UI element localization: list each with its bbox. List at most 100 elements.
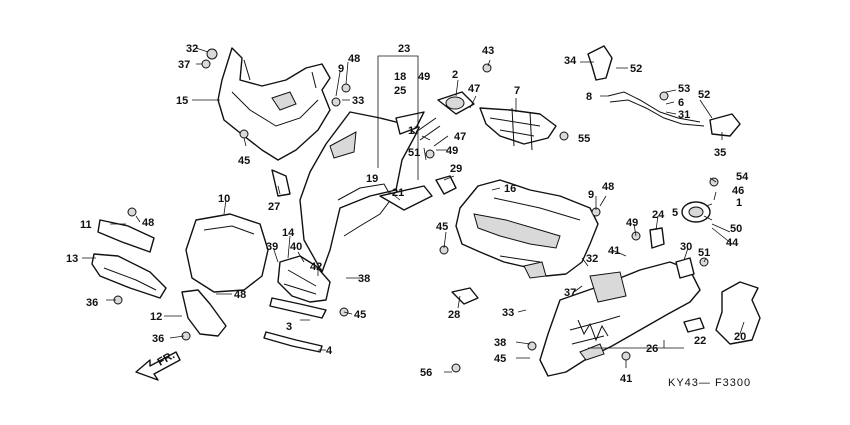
callout-32b: 32 [586,253,598,265]
callout-27: 27 [268,201,280,213]
callout-56: 56 [420,367,432,379]
callout-48: 48 [348,53,360,65]
callout-36b: 36 [152,333,164,345]
callout-40: 40 [290,241,302,253]
callout-49c: 49 [626,217,638,229]
callout-7: 7 [514,85,520,97]
callout-31: 31 [678,109,690,121]
callout-43: 43 [482,45,494,57]
upper-cowl [217,47,331,161]
callout-2: 2 [452,69,458,81]
callout-48d: 48 [234,289,246,301]
strip-11 [97,219,155,253]
callout-11: 11 [80,219,92,231]
callout-15: 15 [176,95,188,107]
small-plate [683,317,705,333]
callout-50: 50 [730,223,742,235]
clip-24 [649,227,665,249]
callout-10: 10 [218,193,230,205]
front-direction-arrow: FR. [135,349,181,381]
callout-16: 16 [504,183,516,195]
callout-37: 37 [178,59,190,71]
callout-3: 3 [286,321,292,333]
strip-3 [269,297,327,319]
callout-18: 18 [394,71,406,83]
callout-46: 46 [732,185,744,197]
stay-14 [277,255,331,303]
callout-26: 26 [646,343,658,355]
callout-1: 1 [736,197,742,209]
callout-54: 54 [736,171,749,183]
callout-47: 47 [468,83,480,95]
callout-19: 19 [366,173,378,185]
callout-51: 51 [408,147,420,159]
callout-38: 38 [358,273,370,285]
callout-13: 13 [66,253,78,265]
callout-52b: 52 [698,89,710,101]
callout-53: 53 [678,83,690,95]
cowl-stay [415,91,557,151]
front-label: FR. [156,349,177,368]
callout-6: 6 [678,97,684,109]
callout-51b: 51 [698,247,710,259]
callout-14: 14 [282,227,295,239]
callout-9b: 9 [588,189,594,201]
callout-29: 29 [450,163,462,175]
callout-36: 36 [86,297,98,309]
callout-8: 8 [586,91,592,103]
callout-49: 49 [418,71,430,83]
callout-45d: 45 [494,353,506,365]
callout-49b: 49 [446,145,458,157]
callout-34: 34 [564,55,577,67]
callout-42: 42 [310,261,322,273]
callout-4: 4 [326,345,333,357]
diagram-code: KY43— F3300 [668,377,751,389]
callout-39: 39 [266,241,278,253]
windscreen [185,213,269,293]
callout-33: 33 [352,95,364,107]
clip-30 [675,257,695,279]
sticker [715,281,761,345]
callout-41b: 41 [620,373,632,385]
callout-17: 17 [408,125,420,137]
lower-cowl-right [455,179,599,279]
callout-12: 12 [150,311,162,323]
assembly-5 [681,201,711,223]
callout-35: 35 [714,147,726,159]
callout-labels: 32 37 15 48 9 33 23 18 25 49 43 2 47 7 3… [66,43,749,385]
callout-48b: 48 [602,181,614,193]
bracket-12 [181,289,227,337]
bracket-27 [271,169,291,197]
inner-panel [299,111,433,273]
callout-32: 32 [186,43,198,55]
callout-20: 20 [734,331,746,343]
callout-23: 23 [398,43,410,55]
bracket-29 [435,175,457,195]
callout-24: 24 [652,209,665,221]
under-cowl [539,261,701,377]
callout-48c: 48 [142,217,154,229]
callout-28: 28 [448,309,460,321]
callout-45b: 45 [436,221,448,233]
strip-4 [263,331,323,353]
callout-37b: 37 [564,287,576,299]
callout-9: 9 [338,63,344,75]
bracket-28 [451,287,479,305]
panel-13 [91,253,167,299]
callout-47b: 47 [454,131,466,143]
callout-45: 45 [238,155,250,167]
callout-21: 21 [392,187,404,199]
callout-38b: 38 [494,337,506,349]
callout-44: 44 [726,237,739,249]
callout-55: 55 [578,133,590,145]
callout-52: 52 [630,63,642,75]
callout-41: 41 [608,245,620,257]
callout-45c: 45 [354,309,366,321]
callout-33b: 33 [502,307,514,319]
callout-30: 30 [680,241,692,253]
callout-25: 25 [394,85,406,97]
callout-5: 5 [672,207,678,219]
leader-lines [82,47,745,373]
